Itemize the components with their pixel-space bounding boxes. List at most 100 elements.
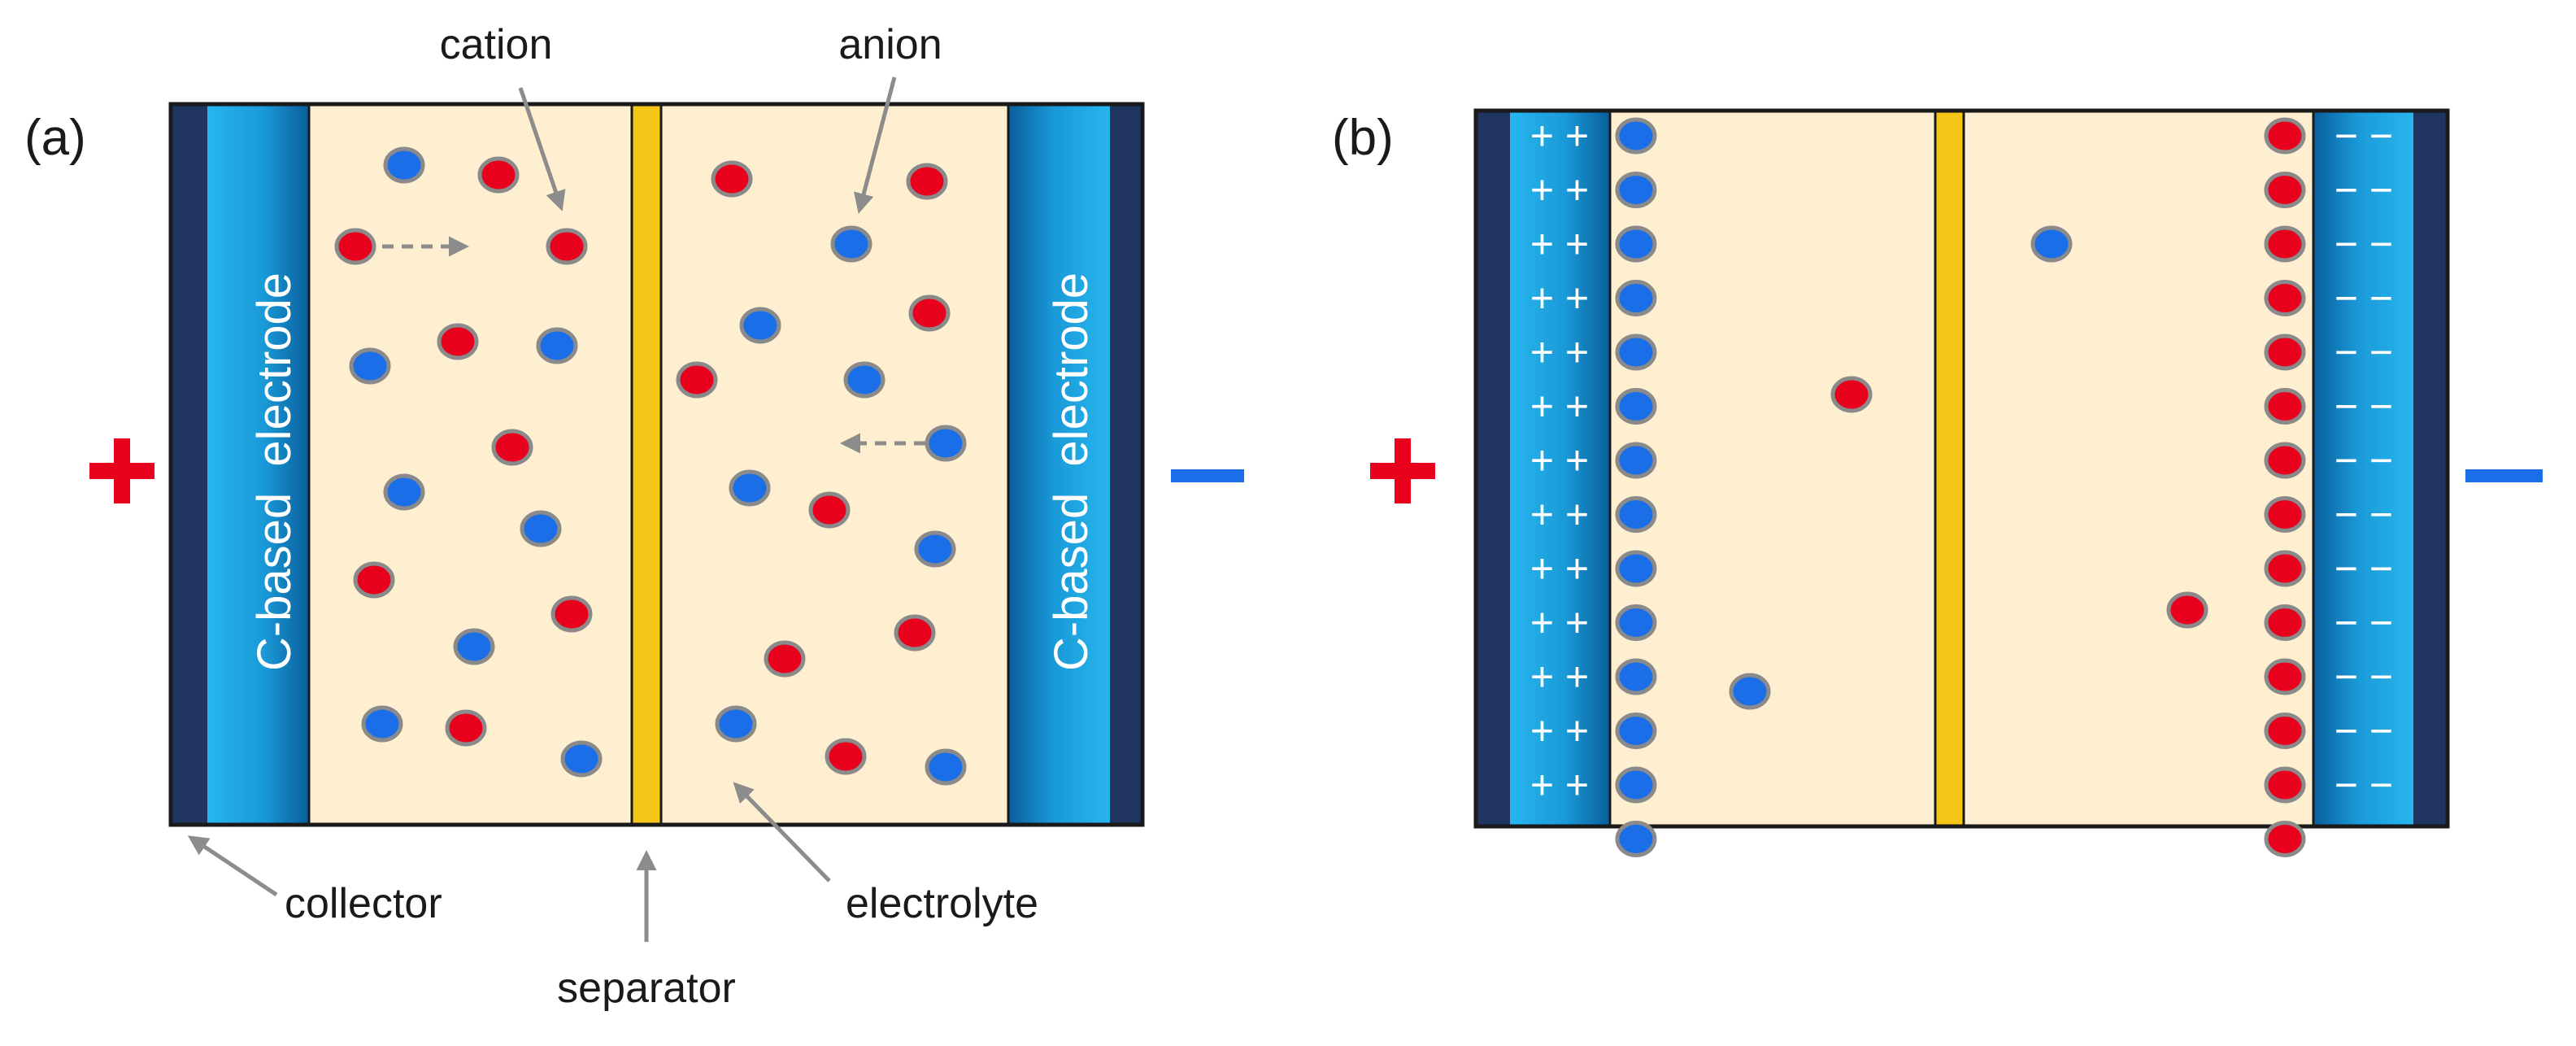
- panel-a-left-electrode: [207, 104, 309, 825]
- panel-a-negative-terminal: [1171, 469, 1244, 482]
- adsorbed-cation-ion: [2264, 442, 2306, 479]
- negative-charge-mark: − −: [2334, 817, 2393, 862]
- adsorbed-anion-ion: [1615, 280, 1657, 316]
- adsorbed-anion-ion: [1615, 496, 1657, 533]
- anion-ion: [520, 510, 562, 547]
- panel-b-charge-marks: + + − − + + − − + + − − + + − − + + − − + + − − + + −…: [1530, 113, 2393, 862]
- adsorbed-anion-ion: [1615, 388, 1657, 425]
- adsorbed-cation-ion: [2264, 117, 2306, 155]
- panel-a-right-electrode-label: C-based electrode: [1045, 272, 1098, 671]
- anion-ion: [560, 740, 603, 778]
- panel-b-label: (b): [1332, 110, 1394, 166]
- positive-charge-mark: + +: [1530, 168, 1589, 213]
- anion-ion: [729, 469, 771, 507]
- adsorbed-cation-ion: [2264, 280, 2306, 316]
- anion-ion: [843, 361, 886, 399]
- negative-charge-mark: − −: [2334, 113, 2393, 159]
- negative-charge-mark: − −: [2334, 546, 2393, 591]
- anion-ion: [383, 473, 425, 511]
- adsorbed-anion-ion: [1615, 550, 1657, 587]
- negative-charge-mark: − −: [2334, 762, 2393, 808]
- cation-ion: [353, 561, 395, 599]
- adsorbed-cation-ion: [2264, 550, 2306, 587]
- adsorbed-anion-ion: [1615, 172, 1657, 208]
- adsorbed-anion-ion: [1615, 658, 1657, 695]
- panel-a-left-electrode-label: C-based electrode: [248, 272, 301, 671]
- anion-ion: [914, 530, 956, 568]
- cation-ion: [711, 160, 753, 198]
- adsorbed-cation-ion: [2264, 225, 2306, 263]
- adsorbed-anion-ion: [1615, 713, 1657, 749]
- adsorbed-anion-ion: [1615, 333, 1657, 371]
- anion-ion: [739, 307, 781, 344]
- positive-charge-mark: + +: [1530, 113, 1589, 159]
- positive-charge-mark: + +: [1530, 492, 1589, 538]
- panel-b-positive-terminal: [1370, 438, 1435, 503]
- negative-charge-mark: − −: [2334, 492, 2393, 538]
- panel-b-ions: [1615, 117, 2306, 857]
- anion-ion: [453, 628, 495, 665]
- positive-charge-mark: + +: [1530, 384, 1589, 429]
- cation-ion: [491, 429, 533, 466]
- adsorbed-anion-ion: [1615, 821, 1657, 857]
- negative-charge-mark: − −: [2334, 708, 2393, 754]
- negative-charge-mark: − −: [2334, 654, 2393, 700]
- anion-ion: [383, 146, 425, 184]
- electrolyte-pointer: [733, 782, 831, 883]
- cation-ion: [334, 228, 376, 265]
- cation-ion: [550, 595, 593, 633]
- adsorbed-cation-ion: [2264, 713, 2306, 749]
- panel-b: (b) + + − − + + − − + + − − + + − − + + − − + + − −…: [1332, 108, 2543, 862]
- adsorbed-cation-ion: [2264, 766, 2306, 804]
- cation-label: cation: [440, 21, 553, 68]
- anion-ion: [1729, 673, 1771, 710]
- adsorbed-anion-ion: [1615, 766, 1657, 804]
- panel-a-right-collector: [1110, 104, 1142, 825]
- negative-charge-mark: − −: [2334, 329, 2393, 375]
- cation-ion: [825, 738, 867, 775]
- cation-ion: [906, 163, 948, 200]
- adsorbed-cation-ion: [2264, 388, 2306, 425]
- adsorbed-anion-ion: [1615, 225, 1657, 263]
- anion-ion: [830, 225, 872, 263]
- positive-charge-mark: + +: [1530, 654, 1589, 700]
- adsorbed-anion-ion: [1615, 117, 1657, 155]
- adsorbed-cation-ion: [2264, 496, 2306, 533]
- cation-ion: [764, 640, 806, 678]
- adsorbed-cation-ion: [2264, 172, 2306, 208]
- positive-charge-mark: + +: [1530, 600, 1589, 646]
- positive-charge-mark: + +: [1530, 546, 1589, 591]
- adsorbed-cation-ion: [2264, 604, 2306, 641]
- adsorbed-cation-ion: [2264, 333, 2306, 371]
- positive-charge-mark: + +: [1530, 817, 1589, 862]
- adsorbed-anion-ion: [1615, 604, 1657, 641]
- cation-ion: [894, 614, 936, 652]
- panel-b-right-electrode: [2313, 111, 2413, 826]
- negative-charge-mark: − −: [2334, 276, 2393, 321]
- panel-a-label: (a): [24, 110, 86, 166]
- anion-ion: [925, 748, 967, 786]
- negative-charge-mark: − −: [2334, 600, 2393, 646]
- positive-charge-mark: + +: [1530, 708, 1589, 754]
- panel-b-separator: [1934, 109, 1965, 828]
- adsorbed-cation-ion: [2264, 658, 2306, 695]
- panel-b-right-collector: [2413, 111, 2448, 826]
- panel-b-electrolyte-left: [1610, 111, 1935, 826]
- anion-label: anion: [838, 21, 942, 68]
- collector-label: collector: [285, 880, 442, 927]
- panel-b-negative-terminal: [2465, 469, 2543, 482]
- negative-charge-mark: − −: [2334, 221, 2393, 267]
- anion-ion: [536, 327, 578, 364]
- cation-ion: [437, 323, 479, 360]
- anion-ion: [2030, 225, 2073, 263]
- cation-ion: [546, 228, 588, 265]
- positive-charge-mark: + +: [1530, 329, 1589, 375]
- panel-a-separator: [630, 102, 663, 826]
- panel-b-left-electrode: [1510, 111, 1610, 826]
- anion-ion: [925, 425, 967, 462]
- panel-a-electrolyte-left: [309, 104, 634, 825]
- anion-ion: [361, 705, 403, 743]
- anion-ion: [715, 705, 757, 743]
- negative-charge-mark: − −: [2334, 168, 2393, 213]
